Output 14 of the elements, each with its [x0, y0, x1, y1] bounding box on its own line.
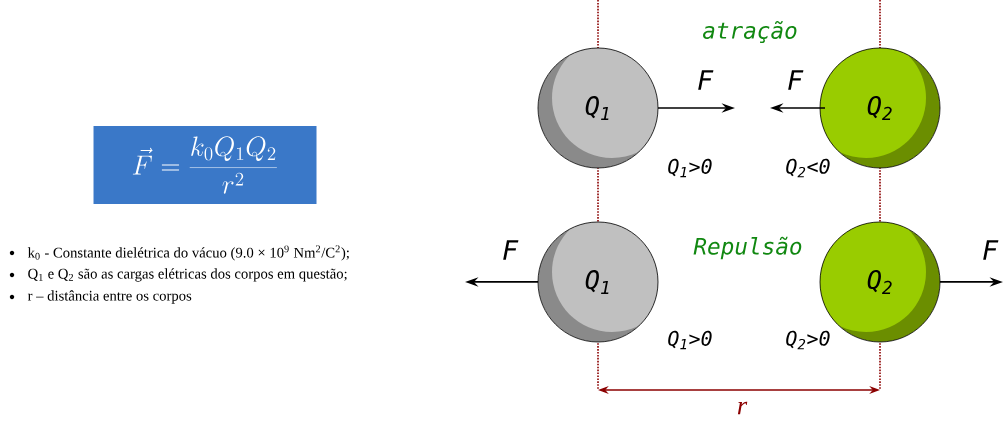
- formula-box: $\vec{F} = \frac{k_0 Q_1 Q_2}{r^2}$: [91, 124, 319, 206]
- distance-label: r: [737, 401, 748, 415]
- heading: Repulsão: [693, 236, 802, 260]
- force-label: F: [698, 70, 714, 90]
- list-item: k$_{0}$ - Constante dielétrica do vácuo (9.0 × 10$^{9}$ Nm$^{2}$/C$^{2}$);: [9, 245, 349, 261]
- sphere: Q$_{1}$: [537, 47, 659, 169]
- sphere: Q$_{1}$: [537, 221, 659, 343]
- force-label: F: [983, 240, 999, 260]
- charge-condition: Q$_{1}$>0: [668, 158, 712, 178]
- force-label: F: [503, 240, 519, 260]
- list-item: r – distância entre os corpos: [9, 290, 192, 304]
- charge-condition: Q$_{1}$>0: [668, 330, 712, 350]
- heading: atração: [703, 21, 797, 43]
- list-item: Q$_{1}$ e Q$_{2}$ são as cargas elétricas dos corpos em questão;: [9, 268, 347, 282]
